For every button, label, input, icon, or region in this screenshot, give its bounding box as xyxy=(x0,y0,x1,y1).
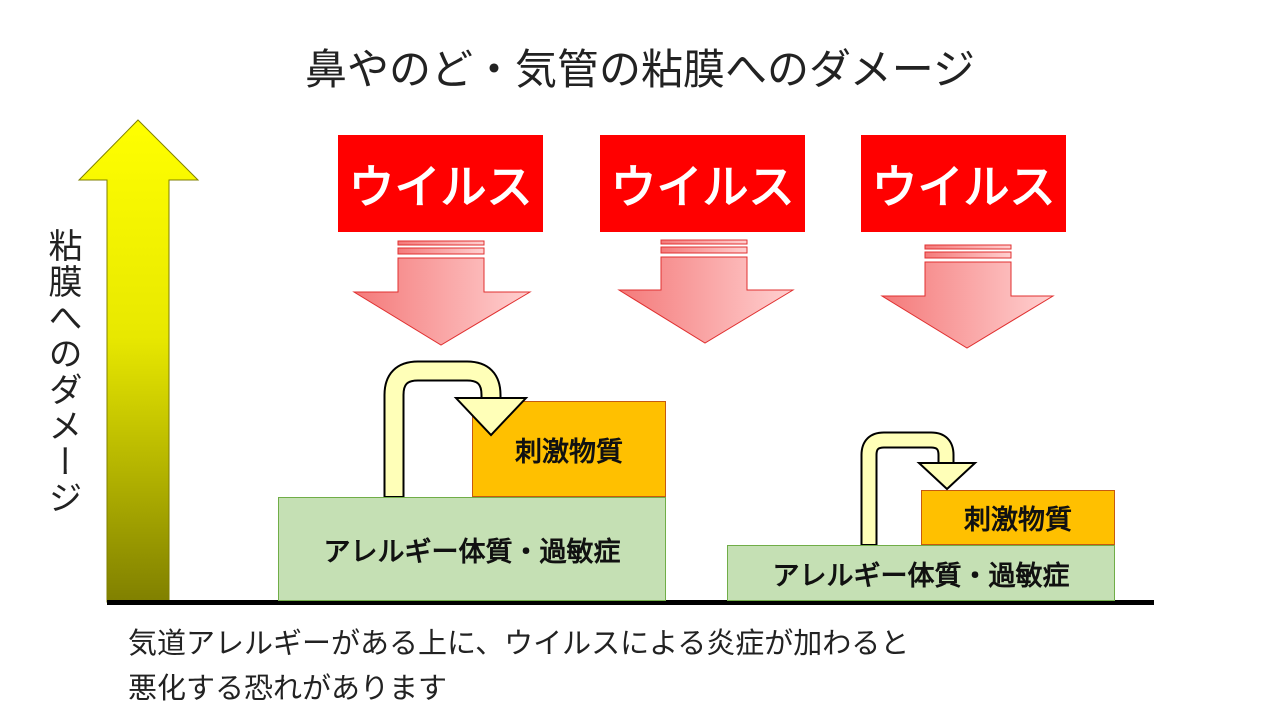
allergy-box-left: アレルギー体質・過敏症 xyxy=(278,497,666,601)
baseline xyxy=(107,600,1154,605)
caption-line-2: 悪化する恐れがあります xyxy=(128,671,448,705)
curved-arrow-right xyxy=(860,431,978,545)
caption-line-1: 気道アレルギーがある上に、ウイルスによる炎症が加わると xyxy=(128,626,910,660)
down-arrow-3 xyxy=(880,244,1055,349)
curved-arrow-left xyxy=(383,360,529,497)
down-arrow-1 xyxy=(352,240,532,346)
allergy-box-right: アレルギー体質・過敏症 xyxy=(727,545,1115,601)
virus-box-2: ウイルス xyxy=(600,135,805,232)
down-arrow-2 xyxy=(617,239,795,344)
virus-box-3: ウイルス xyxy=(861,135,1066,232)
slide-title: 鼻やのど・気管の粘膜へのダメージ xyxy=(305,45,975,94)
irritant-box-right: 刺激物質 xyxy=(921,490,1115,545)
axis-label: 粘膜へのダメージ xyxy=(42,228,82,516)
virus-box-1: ウイルス xyxy=(338,135,543,232)
